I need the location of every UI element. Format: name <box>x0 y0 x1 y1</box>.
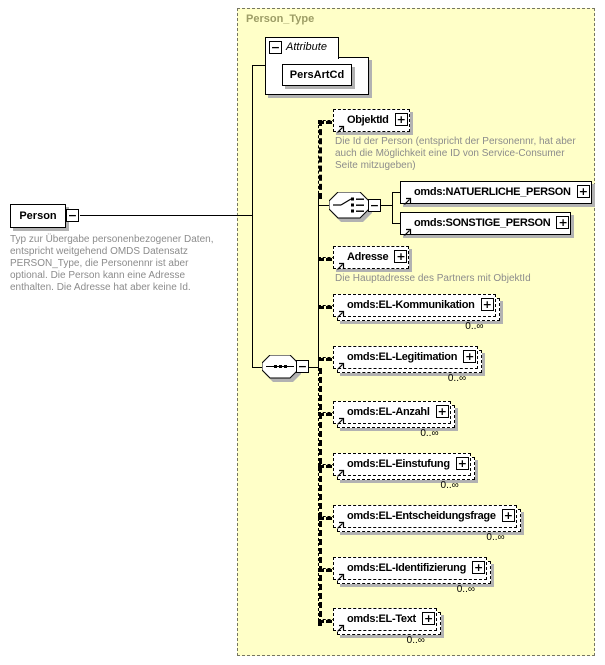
reference-arrow-icon <box>336 569 345 581</box>
person-type-container: Person_Type <box>237 8 595 656</box>
reference-arrow-icon <box>403 193 412 205</box>
element-label: Adresse <box>347 251 389 263</box>
persartcd-attribute-box[interactable]: PersArtCd <box>282 64 352 86</box>
attribute-section-tab[interactable]: − Attribute <box>265 37 339 59</box>
expand-icon[interactable]: + <box>394 113 408 126</box>
sequence-icon <box>261 354 301 382</box>
reference-arrow-icon <box>336 620 345 632</box>
choice-icon <box>328 191 372 222</box>
expand-icon[interactable]: + <box>501 509 515 522</box>
occurrence-label: 0..∞ <box>486 532 505 543</box>
attribute-section-body: PersArtCd <box>265 57 369 95</box>
element-el-kommunikation[interactable]: omds:EL-Kommunikation + 0..∞ <box>333 294 500 332</box>
attribute-section-label: Attribute <box>286 41 327 53</box>
connector-line <box>318 205 331 206</box>
element-el-einstufung[interactable]: omds:EL-Einstufung + 0..∞ <box>333 453 475 491</box>
element-sonstige-person[interactable]: omds:SONSTIGE_PERSON + <box>400 212 572 236</box>
expand-icon[interactable]: + <box>463 350 477 363</box>
element-label: omds:SONSTIGE_PERSON <box>414 217 551 229</box>
element-objektid[interactable]: ObjektId + <box>333 109 410 133</box>
collapse-icon[interactable]: − <box>368 199 381 212</box>
expand-icon[interactable]: + <box>480 298 494 311</box>
connector-line <box>309 367 319 368</box>
reference-arrow-icon <box>336 465 345 477</box>
occurrence-label: 0..∞ <box>406 635 425 646</box>
reference-arrow-icon <box>336 517 345 529</box>
adresse-annotation: Die Hauptadresse des Partners mit Objekt… <box>335 273 531 284</box>
reference-arrow-icon <box>336 258 345 270</box>
element-el-anzahl[interactable]: omds:EL-Anzahl + 0..∞ <box>333 401 455 439</box>
reference-arrow-icon <box>336 121 345 133</box>
objektid-annotation: Die Id der Person (entspricht der Person… <box>335 136 576 171</box>
element-label: omds:EL-Text <box>347 613 416 625</box>
reference-arrow-icon <box>336 306 345 318</box>
occurrence-label: 0..∞ <box>447 373 467 384</box>
connector-line <box>252 65 253 368</box>
element-label: omds:EL-Einstufung <box>347 458 450 470</box>
connector-line <box>252 65 266 66</box>
element-el-identifizierung[interactable]: omds:EL-Identifizierung + 0..∞ <box>333 557 491 595</box>
expand-icon[interactable]: + <box>576 185 590 198</box>
connector-line <box>252 367 263 368</box>
element-label: omds:EL-Kommunikation <box>347 299 475 311</box>
person-element-box[interactable]: Person − <box>10 204 79 228</box>
connector-line <box>381 205 393 206</box>
connector-line <box>80 215 252 216</box>
element-label: omds:EL-Legitimation <box>347 351 458 363</box>
sequence-compositor[interactable]: − <box>261 354 309 388</box>
occurrence-label: 0..∞ <box>456 584 475 595</box>
element-adresse[interactable]: Adresse + <box>333 246 410 270</box>
person-type-title: Person_Type <box>246 13 315 25</box>
expand-icon[interactable]: + <box>435 405 449 418</box>
connector-line <box>392 192 393 224</box>
connector-line <box>392 192 401 193</box>
collapse-icon[interactable]: − <box>66 209 79 222</box>
expand-icon[interactable]: + <box>556 216 570 229</box>
element-el-legitimation[interactable]: omds:EL-Legitimation + 0..∞ <box>333 346 483 384</box>
person-annotation: Typ zur Übergabe personenbezogener Daten… <box>10 234 214 293</box>
element-el-entscheidungsfrage[interactable]: omds:EL-Entscheidungsfrage + 0..∞ <box>333 505 521 543</box>
occurrence-label: 0..∞ <box>420 428 439 439</box>
connector-line <box>318 368 322 626</box>
person-element-label: Person <box>19 210 57 222</box>
reference-arrow-icon <box>403 224 412 236</box>
occurrence-label: 0..∞ <box>465 321 484 332</box>
expand-icon[interactable]: + <box>421 612 435 625</box>
element-label: omds:EL-Entscheidungsfrage <box>347 510 496 522</box>
collapse-icon[interactable]: − <box>296 360 309 373</box>
element-label: omds:EL-Anzahl <box>347 406 430 418</box>
element-label: ObjektId <box>347 114 389 126</box>
connector-line <box>318 120 322 199</box>
element-label: omds:EL-Identifizierung <box>347 562 466 574</box>
element-natuerliche-person[interactable]: omds:NATUERLICHE_PERSON + <box>400 181 592 205</box>
collapse-icon[interactable]: − <box>269 41 282 54</box>
expand-icon[interactable]: + <box>455 457 469 470</box>
reference-arrow-icon <box>336 358 345 370</box>
element-label: omds:NATUERLICHE_PERSON <box>414 186 571 198</box>
connector-line <box>392 223 401 224</box>
choice-compositor[interactable]: − <box>328 191 381 228</box>
reference-arrow-icon <box>336 413 345 425</box>
occurrence-label: 0..∞ <box>440 480 459 491</box>
connector-line <box>318 193 319 368</box>
element-el-text[interactable]: omds:EL-Text + 0..∞ <box>333 608 441 646</box>
expand-icon[interactable]: + <box>394 250 408 263</box>
expand-icon[interactable]: + <box>471 561 485 574</box>
